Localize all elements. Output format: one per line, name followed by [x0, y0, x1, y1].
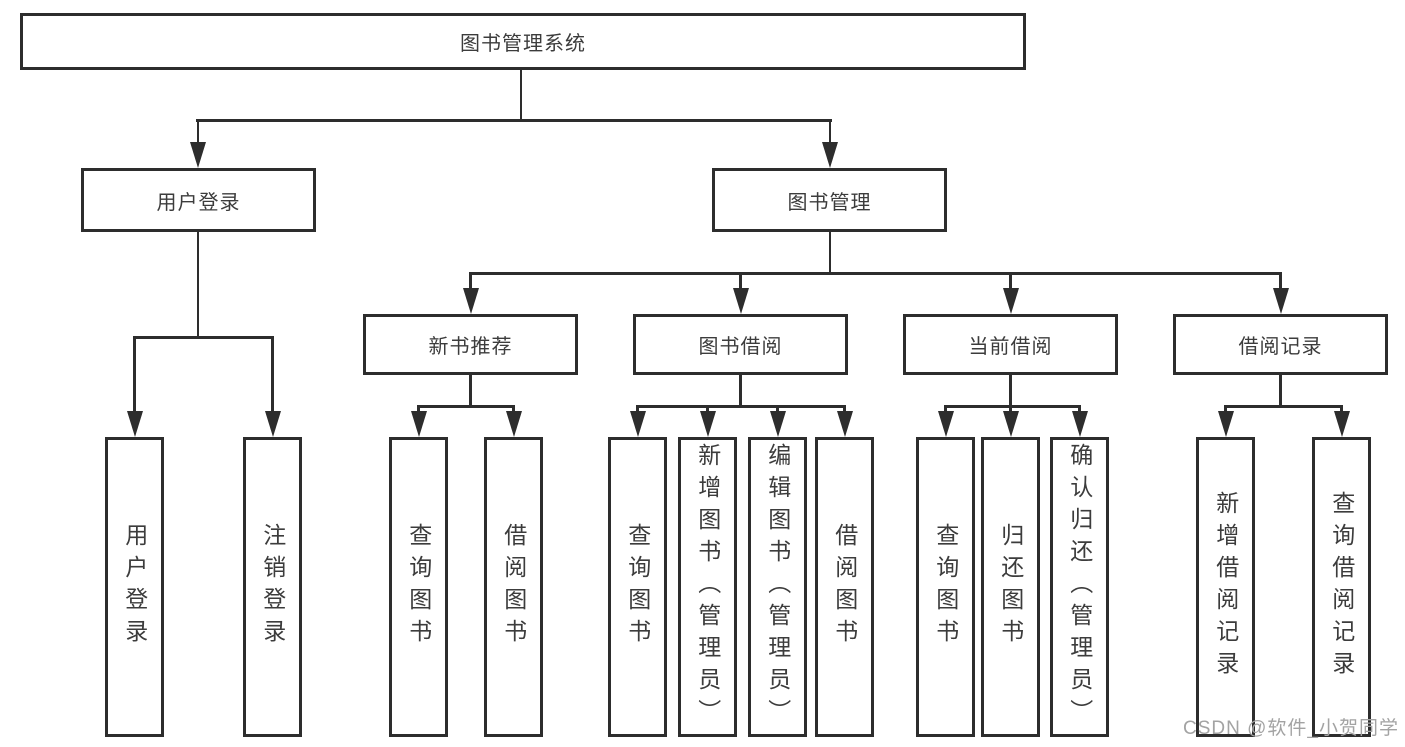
node-new-book-recommend-label: 新书推荐 — [428, 336, 513, 358]
leaf-borrow-edit-books-admin: 编辑图书（管理员） — [748, 437, 807, 737]
node-new-book-recommend: 新书推荐 — [363, 314, 578, 375]
connector-stem-records-query — [1340, 405, 1343, 414]
leaf-current-query-books-label: 查询图书 — [932, 523, 959, 651]
arrowhead-book-borrow — [732, 288, 749, 314]
arrowhead-current-query — [937, 411, 954, 437]
connector-stem-book-management — [828, 119, 832, 146]
leaf-logout-label: 注销登录 — [259, 523, 286, 651]
arrowhead-borrow-add — [699, 411, 716, 437]
arrowhead-recommend-query — [410, 411, 427, 437]
node-borrow-records-label: 借阅记录 — [1238, 336, 1323, 358]
node-current-borrow-label: 当前借阅 — [968, 336, 1053, 358]
node-book-management: 图书管理 — [712, 168, 947, 232]
connector-borrow-vline — [739, 375, 742, 406]
connector-stem-borrow-add — [706, 405, 709, 414]
leaf-borrow-borrow-books-label: 借阅图书 — [831, 523, 858, 651]
leaf-borrow-add-books-admin: 新增图书（管理员） — [678, 437, 737, 737]
connector-stem-book-borrow — [739, 272, 742, 290]
connector-stem-new-book-recommend — [469, 272, 472, 290]
arrowhead-records-query — [1333, 411, 1350, 437]
connector-stem-current-borrow — [1009, 272, 1012, 290]
connector-root-hline — [195, 119, 832, 122]
arrowhead-recommend-borrow — [505, 411, 522, 437]
leaf-recommend-borrow-books-label: 借阅图书 — [500, 523, 527, 651]
connector-recommend-vline — [469, 375, 472, 406]
connector-stem-borrow-query — [636, 405, 639, 414]
node-root: 图书管理系统 — [20, 13, 1026, 70]
connector-stem-recommend-query — [417, 405, 420, 414]
arrowhead-user-login — [190, 142, 206, 168]
leaf-borrow-borrow-books: 借阅图书 — [815, 437, 874, 737]
leaf-records-add-record: 新增借阅记录 — [1196, 437, 1255, 737]
node-user-login: 用户登录 — [81, 168, 316, 232]
connector-stem-borrow-borrow — [843, 405, 846, 414]
node-current-borrow: 当前借阅 — [903, 314, 1118, 375]
arrowhead-book-management — [822, 142, 838, 168]
arrowhead-current-confirm — [1071, 411, 1088, 437]
leaf-borrow-edit-books-admin-label: 编辑图书（管理员） — [764, 443, 791, 731]
connector-current-vline — [1009, 375, 1012, 406]
leaf-current-confirm-return-admin: 确认归还（管理员） — [1050, 437, 1109, 737]
arrowhead-current-borrow — [1002, 288, 1019, 314]
connector-stem-records-add — [1224, 405, 1227, 414]
connector-stem-borrow-records — [1279, 272, 1282, 290]
leaf-records-query-record: 查询借阅记录 — [1312, 437, 1371, 737]
leaf-borrow-query-books: 查询图书 — [608, 437, 667, 737]
connector-stem-leaf-logout — [271, 336, 274, 413]
node-book-management-label: 图书管理 — [787, 191, 872, 214]
watermark: CSDN @软件_小贺同学 — [1183, 718, 1399, 739]
connector-stem-current-return — [1009, 405, 1012, 414]
leaf-borrow-query-books-label: 查询图书 — [624, 523, 651, 651]
connector-current-hline — [944, 405, 1081, 408]
connector-bookmgmt-vline — [828, 232, 832, 273]
node-borrow-records: 借阅记录 — [1173, 314, 1388, 375]
node-book-borrow: 图书借阅 — [633, 314, 848, 375]
node-root-label: 图书管理系统 — [460, 33, 586, 55]
arrowhead-borrow-edit — [769, 411, 786, 437]
node-book-borrow-label: 图书借阅 — [698, 336, 783, 358]
connector-stem-leaf-user-login — [133, 336, 136, 413]
arrowhead-current-return — [1002, 411, 1019, 437]
arrowhead-leaf-logout — [264, 411, 281, 437]
arrowhead-new-book-recommend — [462, 288, 479, 314]
node-user-login-label: 用户登录 — [156, 191, 241, 214]
arrowhead-borrow-borrow — [836, 411, 853, 437]
leaf-current-return-books-label: 归还图书 — [997, 523, 1024, 651]
connector-userlogin-hline — [133, 336, 274, 339]
arrowhead-borrow-query — [629, 411, 646, 437]
arrowhead-leaf-user-login — [126, 411, 143, 437]
connector-userlogin-vline — [196, 232, 200, 337]
leaf-records-query-record-label: 查询借阅记录 — [1328, 491, 1355, 683]
leaf-current-confirm-return-admin-label: 确认归还（管理员） — [1066, 443, 1093, 731]
leaf-records-add-record-label: 新增借阅记录 — [1212, 491, 1239, 683]
connector-stem-current-query — [944, 405, 947, 414]
leaf-current-query-books: 查询图书 — [916, 437, 975, 737]
connector-stem-borrow-edit — [776, 405, 779, 414]
connector-borrow-hline — [636, 405, 846, 408]
connector-stem-current-confirm — [1078, 405, 1081, 414]
leaf-recommend-query-books: 查询图书 — [389, 437, 448, 737]
leaf-user-login-label: 用户登录 — [121, 523, 148, 651]
connector-records-vline — [1279, 375, 1282, 406]
connector-recommend-hline — [417, 405, 515, 408]
leaf-recommend-query-books-label: 查询图书 — [405, 523, 432, 651]
connector-stem-user-login — [196, 119, 200, 146]
arrowhead-borrow-records — [1272, 288, 1289, 314]
leaf-recommend-borrow-books: 借阅图书 — [484, 437, 543, 737]
leaf-logout: 注销登录 — [243, 437, 302, 737]
leaf-user-login: 用户登录 — [105, 437, 164, 737]
arrowhead-records-add — [1217, 411, 1234, 437]
connector-root-vline — [519, 70, 523, 119]
connector-bookmgmt-hline — [469, 272, 1282, 275]
connector-stem-recommend-borrow — [512, 405, 515, 414]
leaf-current-return-books: 归还图书 — [981, 437, 1040, 737]
leaf-borrow-add-books-admin-label: 新增图书（管理员） — [694, 443, 721, 731]
connector-records-hline — [1224, 405, 1343, 408]
